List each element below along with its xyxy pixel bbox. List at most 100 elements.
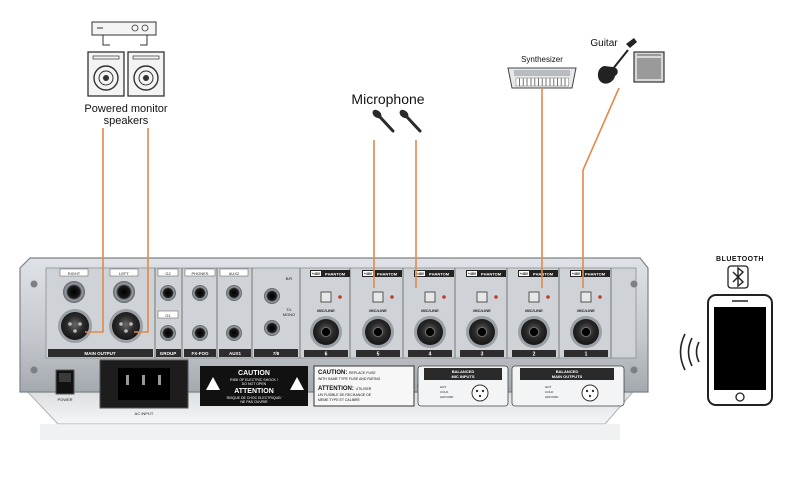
v48-text: +48V — [572, 272, 581, 276]
phantom-led — [390, 295, 394, 299]
bal-mic-ground: GROUND — [440, 395, 454, 399]
label-br: B/R — [286, 276, 293, 281]
mic-line-label: MIC/LINE — [577, 308, 595, 313]
synth-key — [531, 77, 535, 87]
v48-text: +48V — [312, 272, 321, 276]
power-switch: POWER — [55, 369, 75, 402]
phantom-label-bar — [466, 270, 506, 277]
phantom-led — [338, 295, 342, 299]
synth-key — [515, 77, 520, 87]
label-mono: MONO — [283, 312, 295, 317]
v48-badge — [363, 271, 373, 276]
synth-key — [546, 77, 550, 87]
main-output-xlr-left — [109, 309, 143, 343]
cable-speaker-left — [85, 128, 104, 333]
channel-number-bar — [460, 350, 504, 357]
bal-mic-cold: COLD — [440, 390, 449, 394]
jack-phones — [192, 285, 208, 301]
phantom-text: PHANTOM — [533, 272, 554, 277]
label-fx-foo: FX-FOO — [192, 351, 209, 356]
synth-key — [550, 77, 554, 87]
synth-key — [565, 77, 569, 87]
mic-line-label: MIC/LINE — [421, 308, 439, 313]
channel-number: 3 — [481, 352, 484, 358]
synthesizer-icon — [507, 67, 577, 89]
caution-label-fuse: CAUTION: REPLACE FUSE WITH SAME TYPE FUS… — [313, 365, 415, 407]
v48-badge — [415, 271, 425, 276]
v48-text: +48V — [520, 272, 529, 276]
microphone-label: Microphone — [351, 91, 424, 107]
speakers-label-line1: Powered monitor — [84, 103, 167, 115]
synth-key — [561, 77, 565, 87]
v48-badge — [571, 271, 581, 276]
combo-jack-center — [373, 327, 383, 337]
synth-key — [523, 77, 527, 87]
phantom-switch — [424, 291, 436, 303]
combo-jack-center — [321, 327, 331, 337]
fuse-caution-line: WITH SAME TYPE FUSE AND RATING — [318, 377, 381, 381]
phantom-label-bar — [362, 270, 402, 277]
channel-number: 5 — [377, 352, 380, 358]
phantom-text: PHANTOM — [481, 272, 502, 277]
cable-guitar — [582, 87, 620, 288]
bal-main-line2: MAIN OUTPUTS — [552, 374, 583, 379]
jack-8-tl — [264, 320, 280, 336]
guitar-label: Guitar — [590, 38, 618, 49]
smartphone-icon — [707, 294, 773, 406]
phantom-switch — [528, 291, 540, 303]
channel-number-bar — [564, 350, 608, 357]
guitar-icon — [597, 38, 637, 84]
synthesizer-label: Synthesizer — [521, 55, 563, 64]
fuse-caution-title: CAUTION: REPLACE FUSE — [318, 370, 376, 376]
mic-line-label: MIC/LINE — [369, 308, 387, 313]
channel-number: 4 — [429, 352, 432, 358]
synth-key — [527, 77, 531, 87]
attention-line1: RISQUE DE CHOC ELECTRIQUE/ — [227, 396, 282, 400]
phantom-switch — [320, 291, 332, 303]
jack-g1 — [160, 325, 176, 341]
channel-number-bar — [512, 350, 556, 357]
label-aux2: AUX2 — [229, 271, 240, 276]
phantom-led — [442, 295, 446, 299]
bluetooth-label: BLUETOOTH — [716, 256, 764, 263]
synth-key — [534, 77, 539, 87]
label-right: RIGHT — [68, 271, 81, 276]
channel-number: 2 — [533, 352, 536, 358]
caution-line1: RISK OF ELECTRIC SHOCK ! — [230, 378, 278, 382]
label-main-output: MAIN OUTPUT — [84, 351, 115, 356]
bal-main-hot: HOT — [545, 385, 552, 389]
mixer-section-dividers — [48, 268, 612, 358]
jack-left-top — [113, 281, 135, 303]
label-g1: G1 — [165, 313, 171, 318]
v48-text: +48V — [416, 272, 425, 276]
phantom-text: PHANTOM — [325, 272, 346, 277]
balanced-mic-inputs-diagram: BALANCED MIC INPUTS HOT COLD GROUND — [417, 365, 509, 407]
channel-number: 1 — [585, 352, 588, 358]
main-output-xlr-right — [58, 309, 92, 343]
channel-number-bar — [408, 350, 452, 357]
fuse-attention-title: ATTENTION: UTILISER — [318, 386, 372, 392]
label-left: LEFT — [119, 271, 129, 276]
phantom-text: PHANTOM — [377, 272, 398, 277]
channel-number-bar — [304, 350, 348, 357]
phantom-switch — [580, 291, 592, 303]
bal-mic-line2: MIC INPUTS — [451, 374, 474, 379]
jack-right-top — [63, 281, 85, 303]
combo-jack-center — [581, 327, 591, 337]
combo-jack-center — [425, 327, 435, 337]
synth-key — [519, 77, 524, 87]
wireless-signal-icon — [679, 333, 700, 371]
phantom-label-bar — [310, 270, 350, 277]
v48-badge — [519, 271, 529, 276]
v48-text: +48V — [468, 272, 477, 276]
connection-cables — [85, 87, 620, 333]
bal-main-ground: GROUND — [545, 395, 559, 399]
synth-key — [553, 77, 558, 87]
powered-monitor-speakers-icon — [87, 21, 165, 97]
